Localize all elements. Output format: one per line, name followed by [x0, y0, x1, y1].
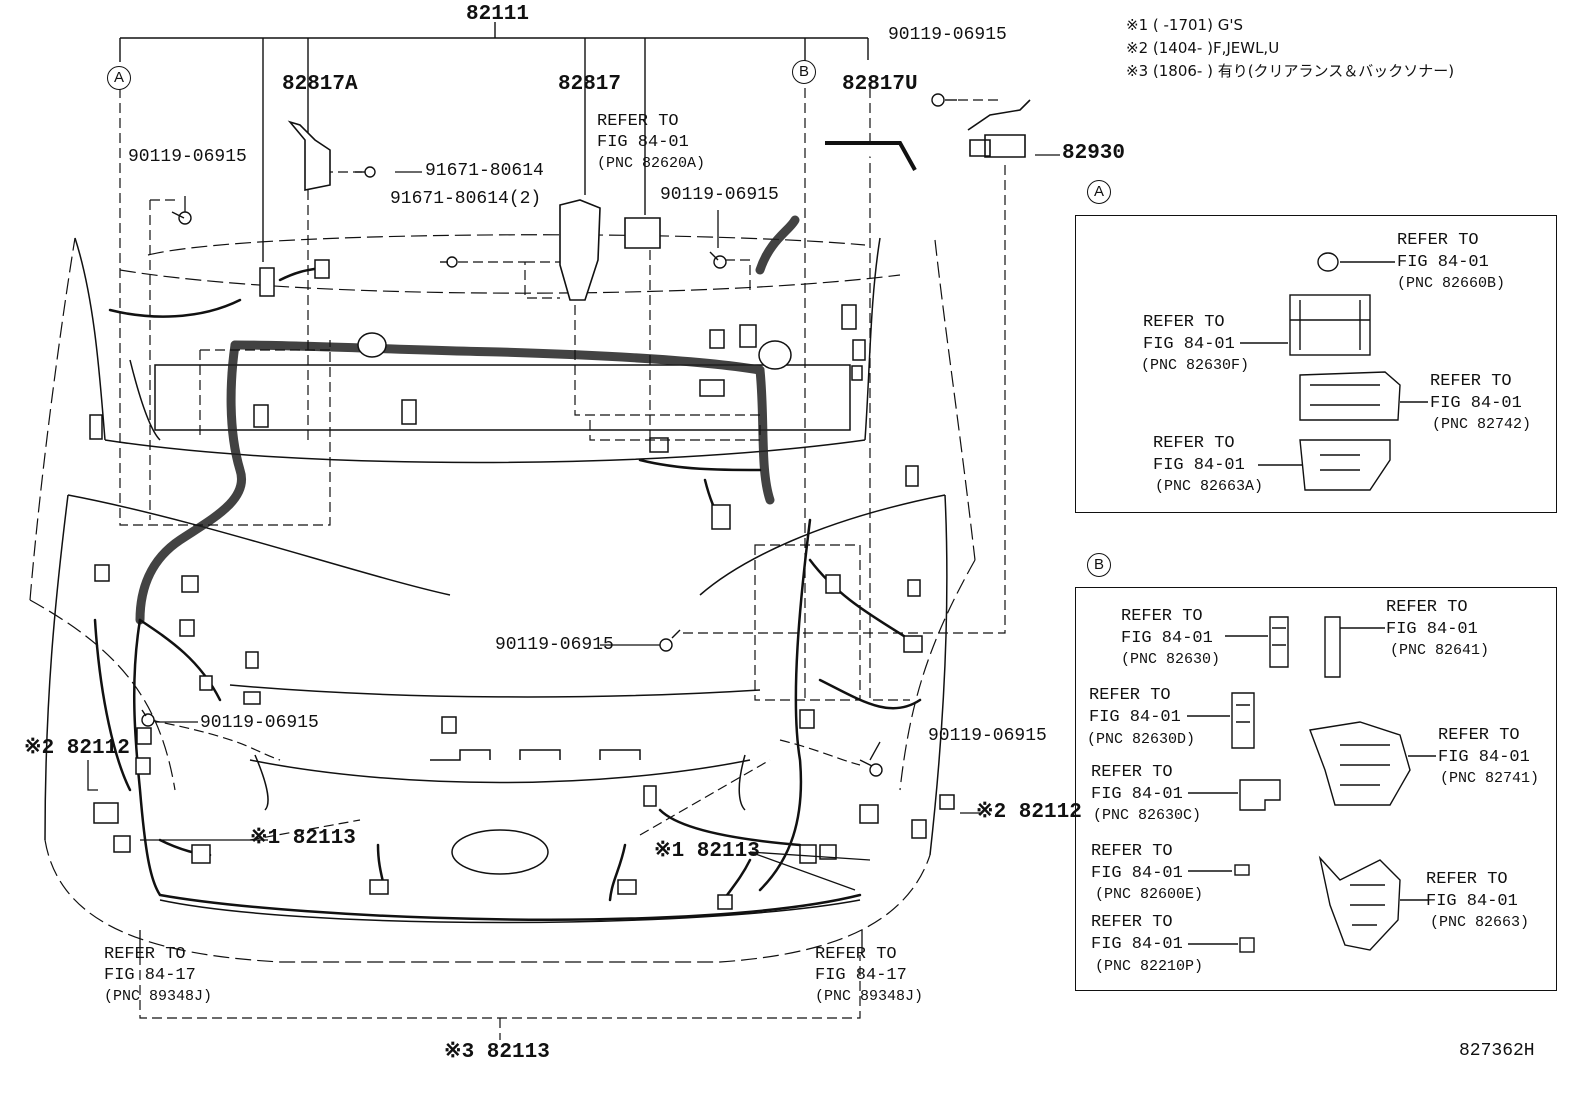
label-82113-mid: ※1 82113: [654, 840, 760, 863]
panel-b-ref-3-pnc: (PNC 82630D): [1087, 731, 1196, 748]
label-82112-right: ※2 82112: [976, 801, 1082, 824]
callout-a-panel: A: [1087, 180, 1111, 204]
callout-b-panel: B: [1087, 553, 1111, 577]
panel-a-ref-2-line2: FIG 84-01: [1143, 335, 1235, 354]
panel-a-ref-3-pnc: (PNC 82742): [1432, 416, 1532, 433]
harness-bracket-top: [119, 22, 869, 262]
panel-b-ref-1-line1: REFER TO: [1121, 607, 1203, 626]
panel-b-ref-6-line1: REFER TO: [1091, 842, 1173, 861]
panel-b-ref-5-pnc: (PNC 82630C): [1093, 807, 1202, 824]
panel-a-ref-1-pnc: (PNC 82660B): [1397, 275, 1506, 292]
inset-panel-a: [1075, 215, 1557, 513]
label-82817A: 82817A: [282, 73, 358, 96]
ref-left-low-line2: FIG 84-17: [104, 966, 196, 985]
ref-right-low-pnc: (PNC 89348J): [815, 988, 924, 1005]
panel-b-ref-2-pnc: (PNC 82641): [1390, 642, 1490, 659]
label-82817: 82817: [558, 73, 622, 96]
panel-b-ref-1-pnc: (PNC 82630): [1121, 651, 1221, 668]
label-bolt-center: 90119-06915: [495, 635, 614, 655]
inset-panel-b: [1075, 587, 1557, 991]
panel-b-ref-7-line2: FIG 84-01: [1426, 892, 1518, 911]
body-lines: [44, 237, 948, 924]
panel-b-ref-6-line2: FIG 84-01: [1091, 864, 1183, 883]
panel-a-ref-2-pnc: (PNC 82630F): [1141, 357, 1250, 374]
panel-b-parts: [1187, 616, 1436, 953]
panel-b-ref-4-pnc: (PNC 82741): [1440, 770, 1540, 787]
panel-a-ref-4-pnc: (PNC 82663A): [1155, 478, 1264, 495]
car-body-outline: [29, 234, 976, 963]
callout-a-main: A: [107, 66, 131, 90]
panel-a-ref-4-line1: REFER TO: [1153, 434, 1235, 453]
label-82113-bottom: ※3 82113: [444, 1041, 550, 1064]
label-bolt-left-low: 90119-06915: [200, 713, 319, 733]
bracket-glyphs: [287, 99, 1031, 301]
front-emblem: [451, 829, 549, 875]
panel-a-parts: [1240, 252, 1428, 491]
panel-a-ref-2-line1: REFER TO: [1143, 313, 1225, 332]
leader-lines: [119, 88, 1006, 1040]
panel-b-ref-2-line1: REFER TO: [1386, 598, 1468, 617]
panel-a-ref-1-line2: FIG 84-01: [1397, 253, 1489, 272]
label-clip-1: 91671-80614: [425, 161, 544, 181]
callout-b-main: B: [792, 60, 816, 84]
label-82111: 82111: [466, 3, 530, 26]
ref-top-pnc: (PNC 82620A): [597, 155, 706, 172]
panel-b-ref-7-pnc: (PNC 82663): [1430, 914, 1530, 931]
panel-a-ref-3-line2: FIG 84-01: [1430, 394, 1522, 413]
harness-connectors: [89, 259, 955, 910]
main-harness-wires: [135, 215, 800, 625]
panel-b-ref-8-line1: REFER TO: [1091, 913, 1173, 932]
branch-wires: [93, 266, 922, 921]
figure-id: 827362H: [1459, 1041, 1535, 1061]
ref-left-low-pnc: (PNC 89348J): [104, 988, 213, 1005]
label-82113-left: ※1 82113: [250, 827, 356, 850]
panel-b-ref-8-pnc: (PNC 82210P): [1095, 958, 1204, 975]
panel-b-ref-8-line2: FIG 84-01: [1091, 935, 1183, 954]
fastener-glyphs: [141, 93, 957, 777]
label-clip-2: 91671-80614(2): [390, 189, 542, 209]
ref-left-low-line1: REFER TO: [104, 945, 186, 964]
label-82930: 82930: [1062, 142, 1126, 165]
panel-b-ref-4-line2: FIG 84-01: [1438, 748, 1530, 767]
ref-right-low-line2: FIG 84-17: [815, 966, 907, 985]
panel-a-ref-3-line1: REFER TO: [1430, 372, 1512, 391]
panel-b-ref-1-line2: FIG 84-01: [1121, 629, 1213, 648]
ref-top-line2: FIG 84-01: [597, 133, 689, 152]
label-bolt-top: 90119-06915: [888, 25, 1007, 45]
note-2: ※2 (1404- )F,JEWL,U: [1126, 39, 1280, 57]
panel-b-ref-6-pnc: (PNC 82600E): [1095, 886, 1204, 903]
label-leaders: [87, 154, 1060, 955]
panel-b-ref-5-line1: REFER TO: [1091, 763, 1173, 782]
panel-b-ref-3-line2: FIG 84-01: [1089, 708, 1181, 727]
label-bolt-right-low: 90119-06915: [928, 726, 1047, 746]
label-bolt-mid: 90119-06915: [660, 185, 779, 205]
label-bolt-left-top: 90119-06915: [128, 147, 247, 167]
note-1: ※1 ( -1701) G'S: [1126, 16, 1243, 34]
panel-b-ref-3-line1: REFER TO: [1089, 686, 1171, 705]
label-82817U: 82817U: [842, 73, 918, 96]
note-3: ※3 (1806- ) 有り(クリアランス＆バックソナー): [1126, 62, 1455, 80]
panel-a-ref-4-line2: FIG 84-01: [1153, 456, 1245, 475]
panel-b-ref-2-line2: FIG 84-01: [1386, 620, 1478, 639]
label-82112-left: ※2 82112: [24, 737, 130, 760]
ref-top-line1: REFER TO: [597, 112, 679, 131]
panel-b-ref-5-line2: FIG 84-01: [1091, 785, 1183, 804]
panel-b-ref-4-line1: REFER TO: [1438, 726, 1520, 745]
panel-b-ref-7-line1: REFER TO: [1426, 870, 1508, 889]
panel-a-ref-1-line1: REFER TO: [1397, 231, 1479, 250]
ref-right-low-line1: REFER TO: [815, 945, 897, 964]
